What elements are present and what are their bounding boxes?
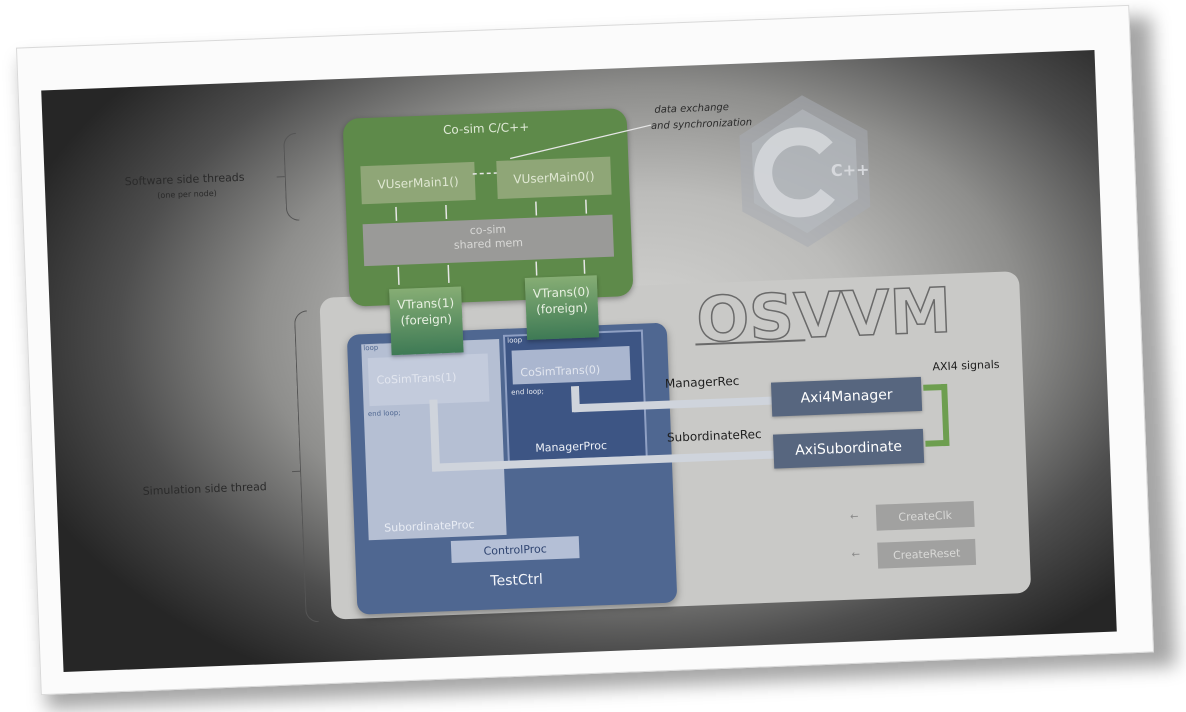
create-reset-box: CreateReset <box>877 538 977 569</box>
manager-end-loop-label: end loop; <box>511 387 545 397</box>
vuser0-down-line <box>535 201 538 216</box>
testctrl-title: TestCtrl <box>490 571 544 590</box>
shared-to-vtrans1-line <box>397 266 400 285</box>
cpp-logo-icon: C++ <box>739 95 871 248</box>
manager-loop-label: loop <box>507 336 523 345</box>
vtrans1-to-shared-line <box>447 264 450 283</box>
vuser1-up-line <box>445 204 448 220</box>
axi-subordinate-box: AxiSubordinate <box>772 428 925 469</box>
cpp-logo-text: C++ <box>831 160 870 180</box>
cosimtrans0-box: CoSimTrans(0) <box>511 346 631 385</box>
subordinate-end-loop-label: end loop; <box>367 408 401 419</box>
vuser0-up-line <box>585 199 588 214</box>
vtrans1-box: VTrans(1) (foreign) <box>389 286 464 356</box>
axi4-signals-label: AXI4 signals <box>932 357 1000 374</box>
annotation-pointer <box>510 124 652 160</box>
manager-rec-riser <box>570 386 580 413</box>
vtrans1-line2: (foreign) <box>400 311 453 328</box>
vtrans0-line2: (foreign) <box>535 300 588 317</box>
create-clk-pointer: ← <box>849 511 859 523</box>
subordinate-loop-label: loop <box>363 343 379 353</box>
create-clk-box: CreateClk <box>875 500 975 531</box>
manager-rec-label: ManagerRec <box>664 373 740 391</box>
vuser-sync-line <box>472 172 497 175</box>
diagram-canvas: Software side threads (one per node) Sim… <box>41 49 1117 673</box>
vtrans0-box: VTrans(0) (foreign) <box>524 275 600 340</box>
manager-proc-label: ManagerProc <box>535 438 608 455</box>
vuser1-down-line <box>395 206 398 221</box>
vtrans0-to-shared-line <box>583 259 586 274</box>
axi4-manager-box: Axi4Manager <box>770 376 923 417</box>
create-reset-pointer: ← <box>851 549 861 561</box>
osvvm-logo-icon: OSVVM <box>694 273 953 357</box>
cosimtrans1-box: CoSimTrans(1) <box>367 353 490 407</box>
axi4-signal-bottom <box>925 439 948 447</box>
connector-lines <box>395 124 652 285</box>
shared-to-vtrans0-line <box>535 261 538 276</box>
